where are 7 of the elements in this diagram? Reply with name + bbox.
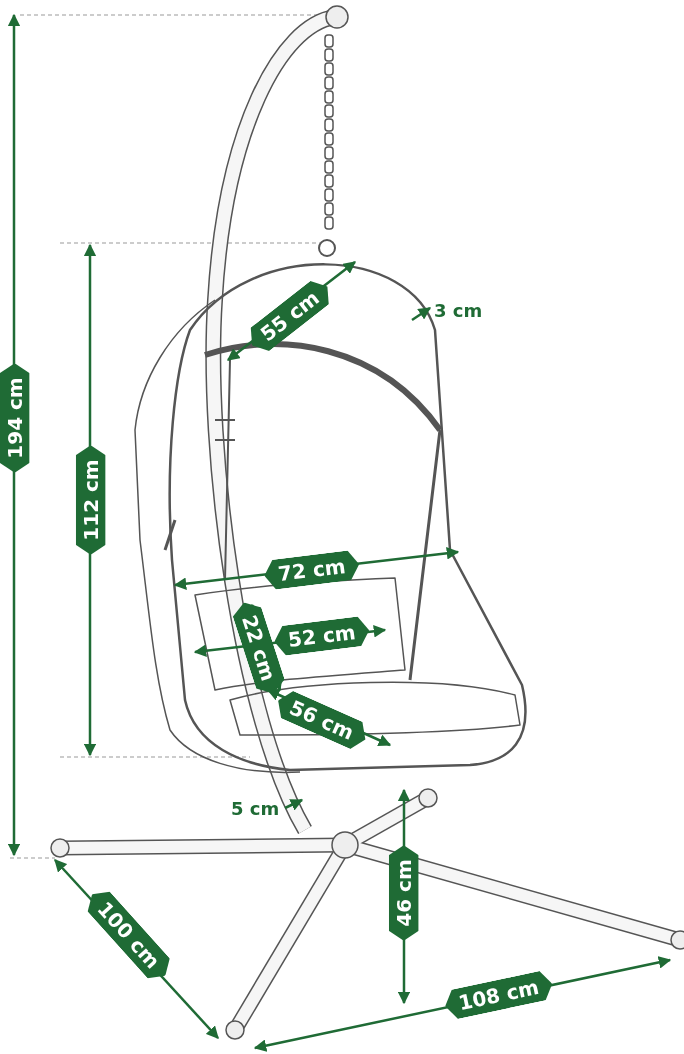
dimension-label: 194 cm xyxy=(0,363,30,473)
dimension-label: 112 cm xyxy=(75,445,106,555)
dimension-label: 3 cm xyxy=(434,299,483,321)
dimension-label: 52 cm xyxy=(272,615,371,657)
dimension-label: 72 cm xyxy=(262,549,361,591)
dimension-label: 5 cm xyxy=(231,797,280,819)
dimension-label: 46 cm xyxy=(388,845,419,941)
